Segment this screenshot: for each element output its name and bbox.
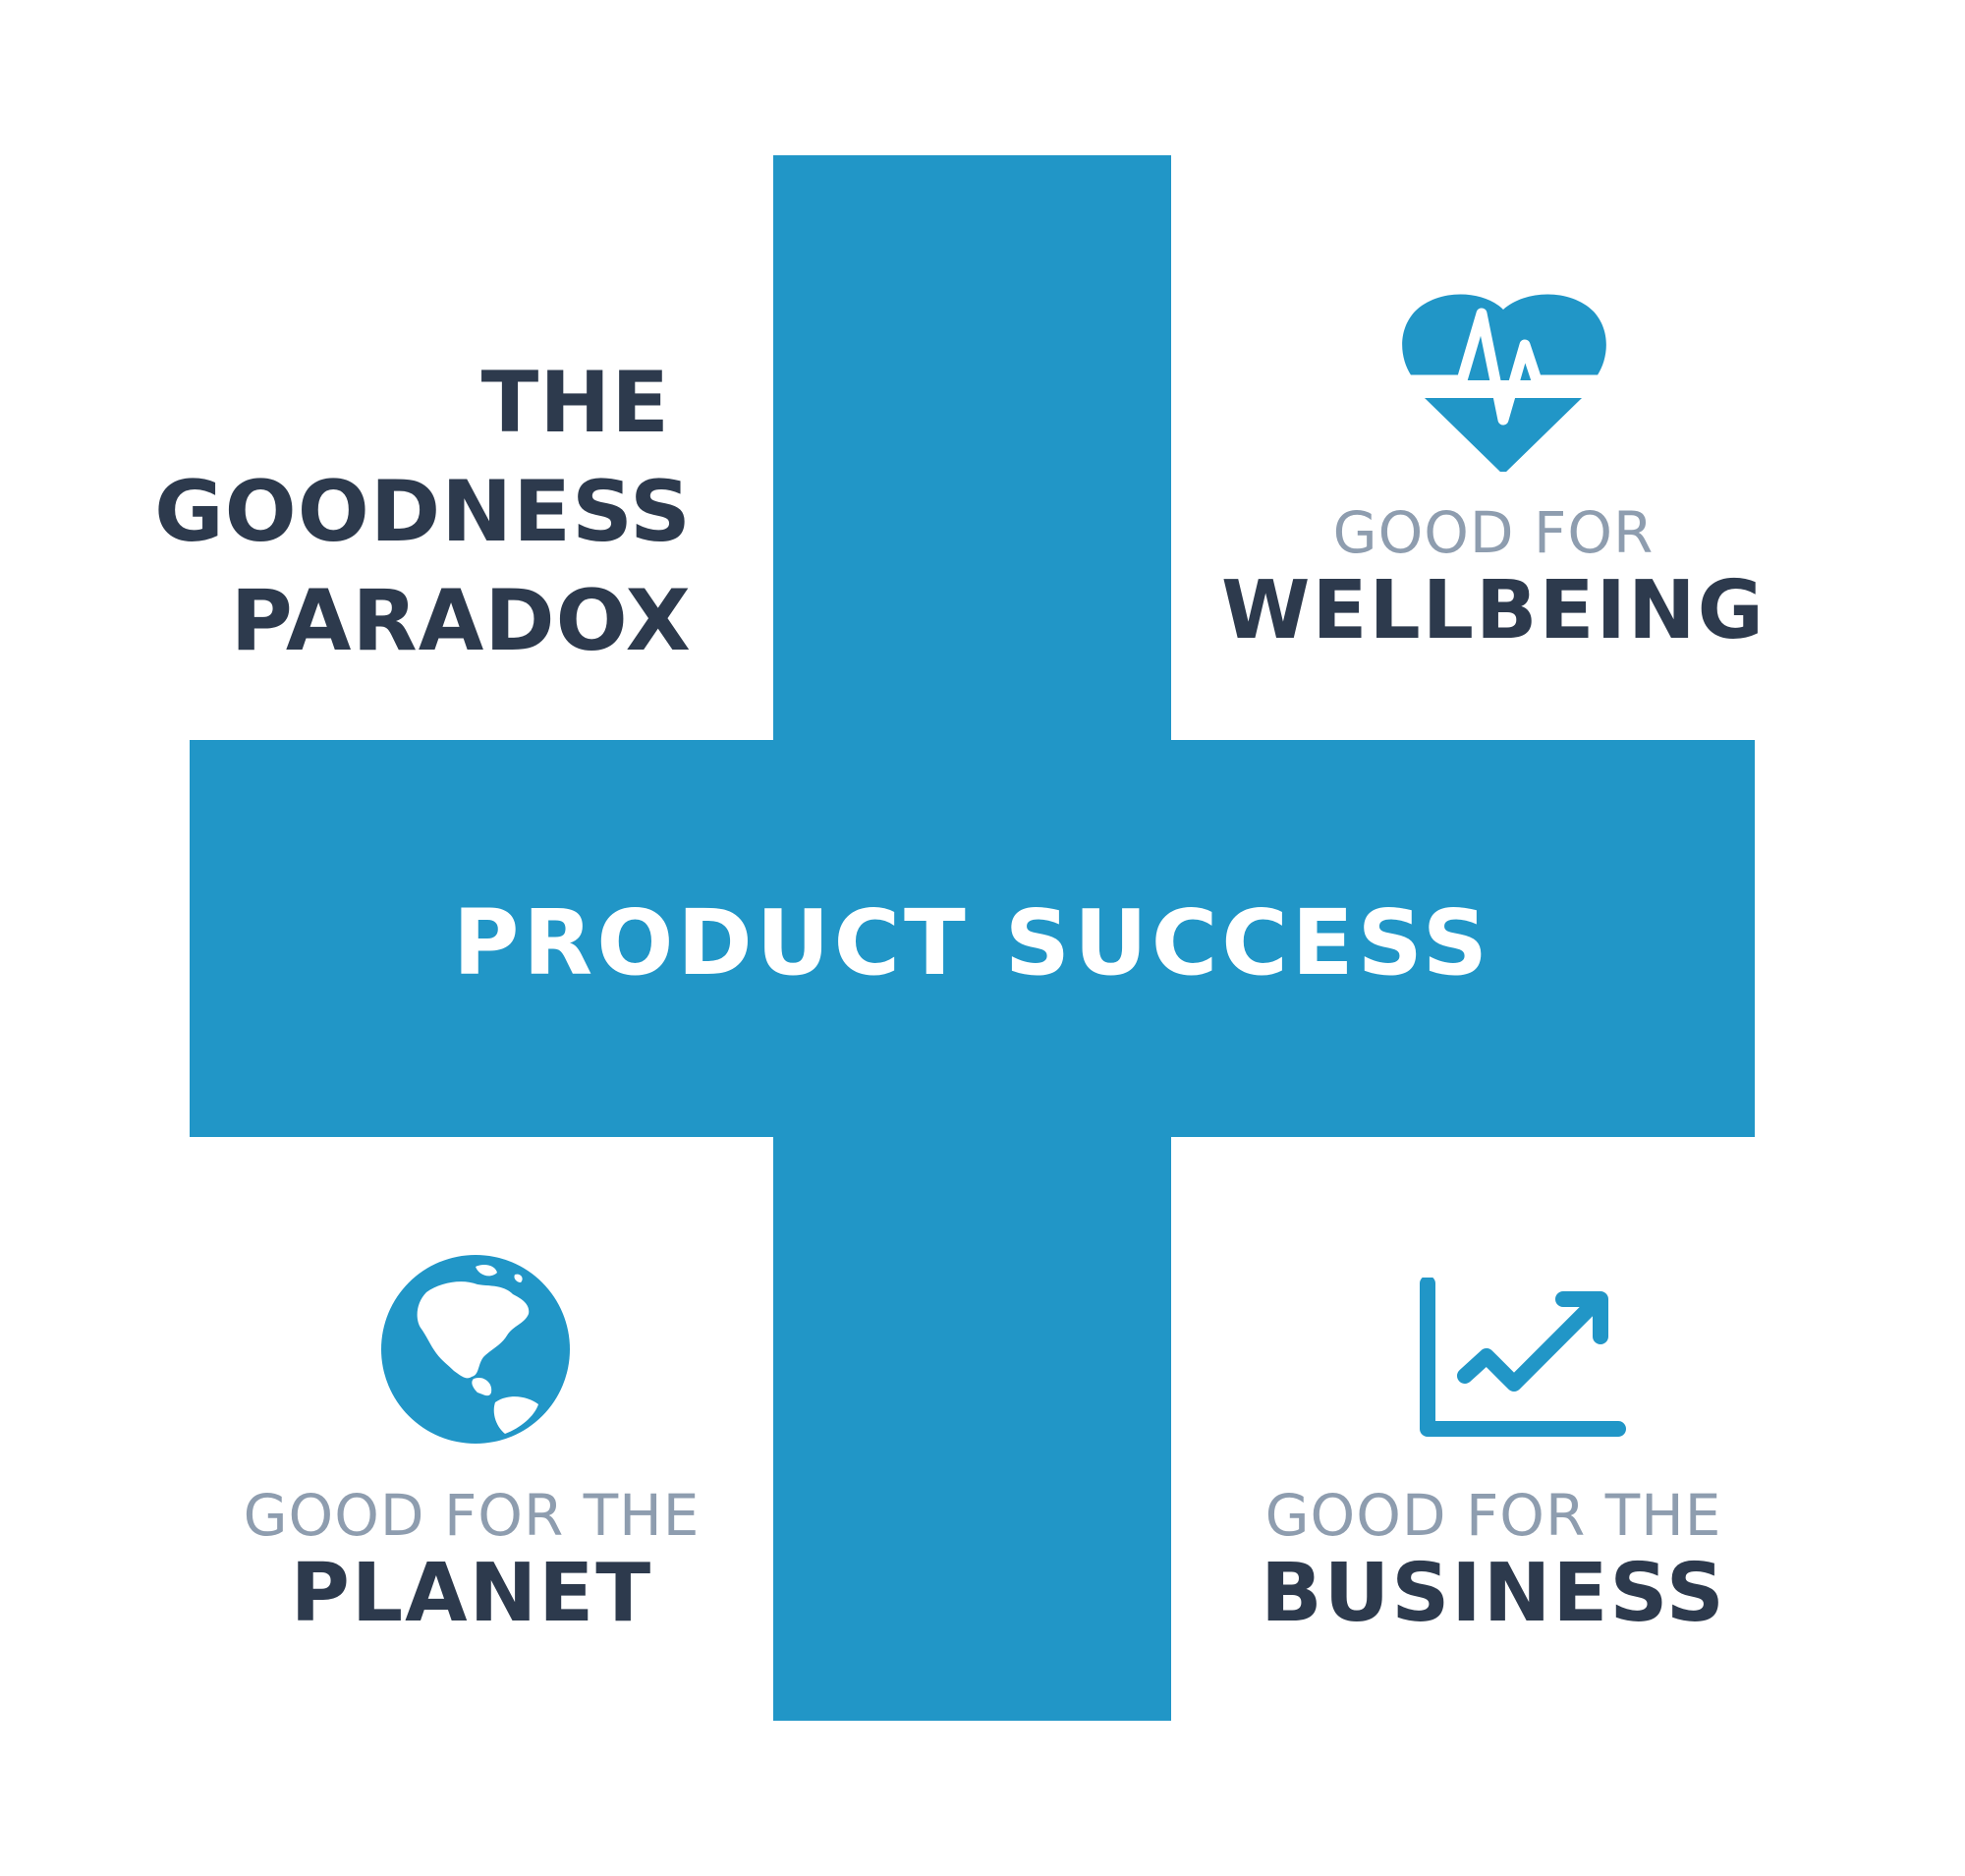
wellbeing-heading: WELLBEING	[1221, 564, 1766, 657]
title-line-3: PARADOX	[230, 572, 692, 670]
diagram-title: THE GOODNESS PARADOX	[154, 349, 692, 676]
quadrant-business: GOOD FOR THE BUSINESS	[1218, 1484, 1768, 1641]
growth-chart-icon	[1420, 1278, 1626, 1440]
title-line-2: GOODNESS	[154, 463, 692, 561]
planet-heading: PLANET	[290, 1547, 653, 1640]
title-line-1: THE	[480, 354, 670, 452]
quadrant-planet: GOOD FOR THE PLANET	[177, 1484, 766, 1641]
globe-icon	[381, 1255, 570, 1444]
planet-subtitle: GOOD FOR THE	[243, 1482, 701, 1549]
plus-cross-horizontal	[190, 740, 1755, 1137]
business-heading: BUSINESS	[1261, 1547, 1726, 1640]
business-subtitle: GOOD FOR THE	[1264, 1482, 1722, 1549]
center-label: PRODUCT SUCCESS	[452, 889, 1492, 995]
quadrant-wellbeing: GOOD FOR WELLBEING	[1218, 501, 1768, 658]
heartbeat-icon	[1401, 290, 1607, 472]
wellbeing-subtitle: GOOD FOR	[1332, 499, 1655, 566]
